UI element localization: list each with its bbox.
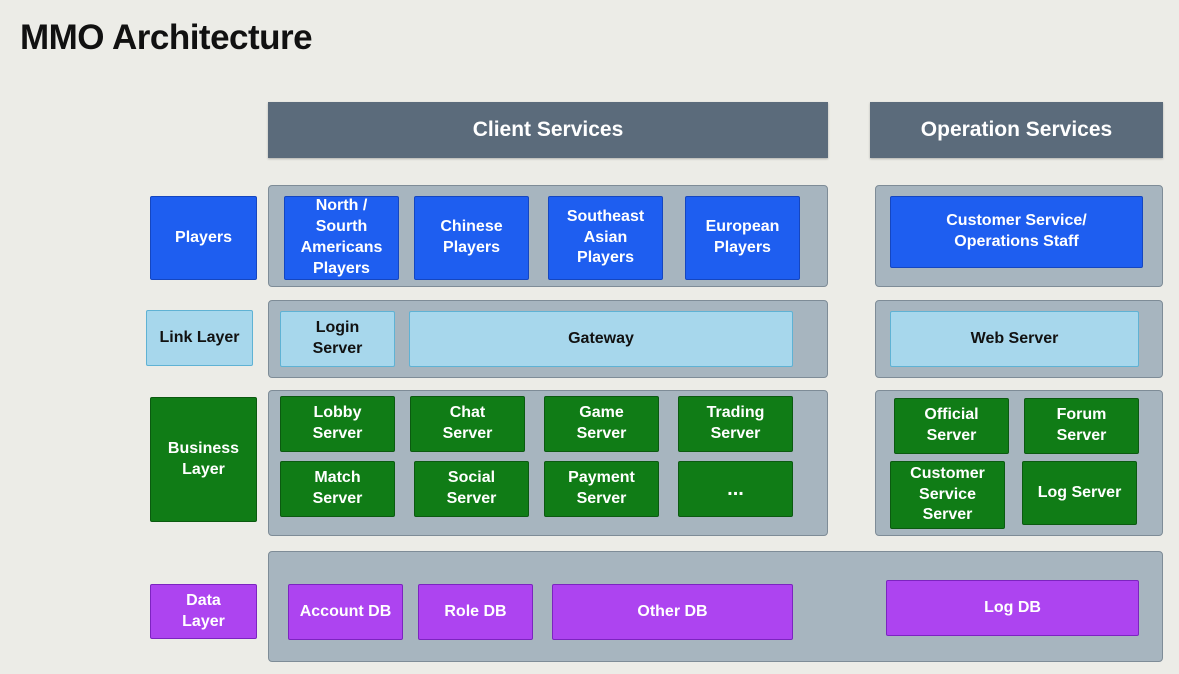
operation-services-header: Operation Services — [870, 102, 1163, 158]
game-server-box: Game Server — [544, 396, 659, 452]
social-server-box: Social Server — [414, 461, 529, 517]
official-server-box: Official Server — [894, 398, 1009, 454]
role-db-box: Role DB — [418, 584, 533, 640]
operations-staff-box: Customer Service/ Operations Staff — [890, 196, 1143, 268]
players-southeast-asian-box: Southeast Asian Players — [548, 196, 663, 280]
match-server-box: Match Server — [280, 461, 395, 517]
login-server-box: Login Server — [280, 311, 395, 367]
lobby-server-box: Lobby Server — [280, 396, 395, 452]
layer-label-business: Business Layer — [150, 397, 257, 522]
web-server-box: Web Server — [890, 311, 1139, 367]
client-services-header: Client Services — [268, 102, 828, 158]
page-title: MMO Architecture — [20, 18, 313, 57]
other-db-box: Other DB — [552, 584, 793, 640]
layer-label-link: Link Layer — [146, 310, 253, 366]
account-db-box: Account DB — [288, 584, 403, 640]
customer-service-server-box: Customer Service Server — [890, 461, 1005, 529]
gateway-box: Gateway — [409, 311, 793, 367]
more-servers-box: ... — [678, 461, 793, 517]
players-americas-box: North / Sourth Americans Players — [284, 196, 399, 280]
layer-label-players: Players — [150, 196, 257, 280]
forum-server-box: Forum Server — [1024, 398, 1139, 454]
log-server-box: Log Server — [1022, 461, 1137, 525]
layer-label-data: Data Layer — [150, 584, 257, 639]
trading-server-box: Trading Server — [678, 396, 793, 452]
payment-server-box: Payment Server — [544, 461, 659, 517]
players-european-box: European Players — [685, 196, 800, 280]
players-chinese-box: Chinese Players — [414, 196, 529, 280]
chat-server-box: Chat Server — [410, 396, 525, 452]
log-db-box: Log DB — [886, 580, 1139, 636]
